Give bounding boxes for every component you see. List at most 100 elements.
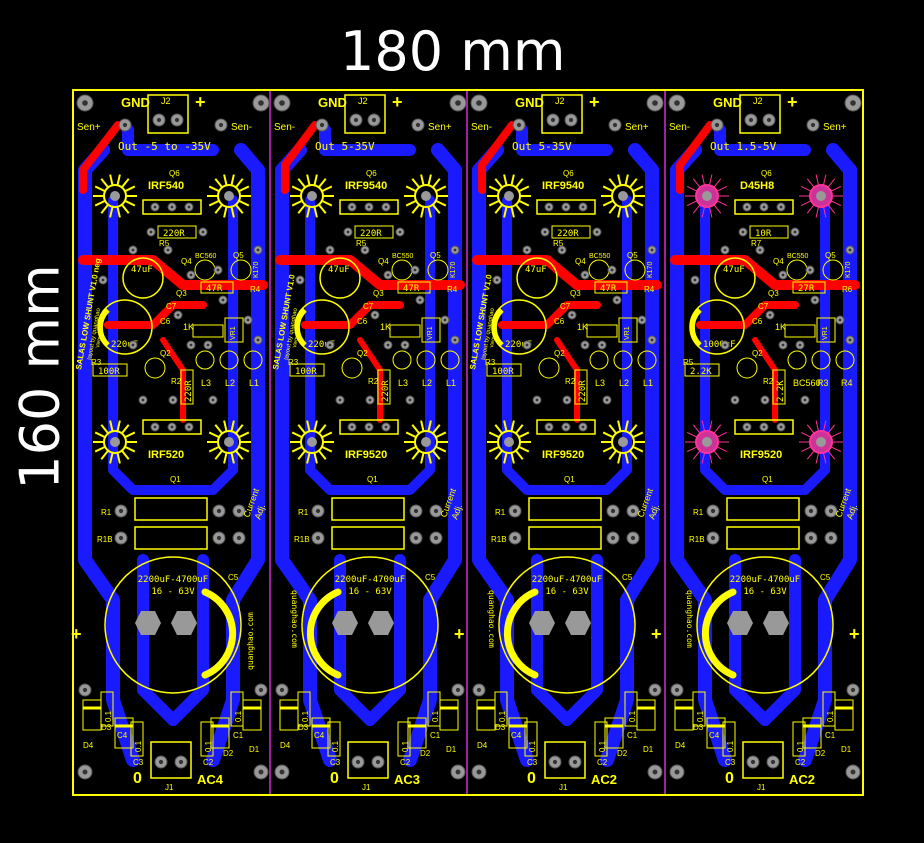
top-trace [670,255,860,290]
pad-hole [455,769,461,775]
c4-body [297,691,311,727]
pad-hole [723,343,727,347]
plus-label: + [195,92,206,112]
q3-label: Q3 [768,289,779,298]
pad-hole [328,343,332,347]
r1-body [134,497,208,521]
pad-hole [216,508,222,514]
heatsink-fin [234,449,244,460]
heatsink-fin [822,205,827,218]
c5-terminal [565,611,591,635]
heatsink-fin [208,431,221,439]
r3-body [684,363,720,377]
c7-value: 47uF [723,265,745,275]
r2-body [180,369,194,405]
q5-body [624,259,646,281]
c5-value: 2200uF-4700uF [335,575,405,585]
c3-label: C3 [133,758,144,767]
pad-hole [674,687,680,693]
ac-label: AC2 [789,772,815,787]
pad-hole [512,535,518,541]
r5-label: R7 [751,239,762,248]
pad-hole [710,535,716,541]
bottom-trace [403,143,462,767]
heatsink-fin [800,432,813,439]
pad-hole [371,117,377,123]
q5-label: Q5 [233,251,244,260]
c5-terminal [727,611,753,635]
c3-body [327,721,341,757]
pad-hole [595,230,599,234]
c1-value: 0.1 [234,710,243,722]
q6-part-label: IRF9540 [542,180,584,192]
led-body [835,350,855,370]
pad-hole [141,398,145,402]
c7-value: 47uF [131,265,153,275]
pad-hole [652,100,658,106]
q5-part-label: K170 [253,262,260,278]
sense-right-label: Sen+ [823,122,847,133]
pad-hole [375,759,381,765]
c1-label: C1 [430,731,441,740]
q3-label: Q3 [570,289,581,298]
c1-label: C1 [825,731,836,740]
pad-hole [710,508,716,514]
heatsink-fin [223,205,228,218]
r5-body [157,225,197,239]
heatsink-fin [234,424,244,435]
c6-value: 1000uF [703,340,736,350]
r1b-label: R1B [294,535,310,544]
pad-hole [762,205,766,209]
r1-label: R1 [495,508,506,517]
heatsink-fin [94,185,107,193]
sense-left-label: Sen- [471,122,492,133]
pad-hole [543,230,547,234]
heatsink-fin [109,205,114,218]
r4-label: R4 [447,285,458,294]
pad-hole [612,122,618,128]
r4-value: 27R [798,284,815,294]
c3-value: 0.1 [331,740,340,752]
heatsink-mount [497,430,521,454]
q1-label: Q1 [564,475,575,484]
j2-connector [344,94,386,134]
pad-hole [453,338,457,342]
c1-value: 0.1 [826,710,835,722]
pad-hole [850,769,856,775]
q5-label: Q5 [825,251,836,260]
pad-hole [766,117,772,123]
pad-hole [674,100,680,106]
r4-body [397,281,431,294]
q5-part-label: K170 [845,262,852,278]
pad-hole [572,759,578,765]
r3-body [92,363,128,377]
pad-hole [516,122,522,128]
heatsink-fin [494,449,504,460]
bottom-trace [364,554,406,726]
r2-body [574,369,588,405]
c4-value: 0.1 [301,710,310,722]
r1b-label: R1B [491,535,507,544]
heatsink-fin [116,205,121,218]
pad-hole [850,100,856,106]
heatsink-fin [223,174,228,187]
pad-hole [433,508,439,514]
heatsink-fin [116,174,121,187]
diode-body [242,699,262,731]
diode-body [674,699,694,731]
pad-hole [525,343,529,347]
pad-hole [808,508,814,514]
heatsink-fin [602,199,615,207]
q6-body [734,199,794,215]
pad-hole [763,398,767,402]
d3-label: D3 [495,723,506,732]
r3-value: 100R [295,367,317,377]
sense-left-label: Sen- [274,122,295,133]
gnd-label: GND [121,95,150,110]
diode-body [834,699,854,731]
c7-value: 47uF [328,265,350,275]
c5-voltage: 16 - 63V [348,587,392,597]
pad-hole [189,273,193,277]
